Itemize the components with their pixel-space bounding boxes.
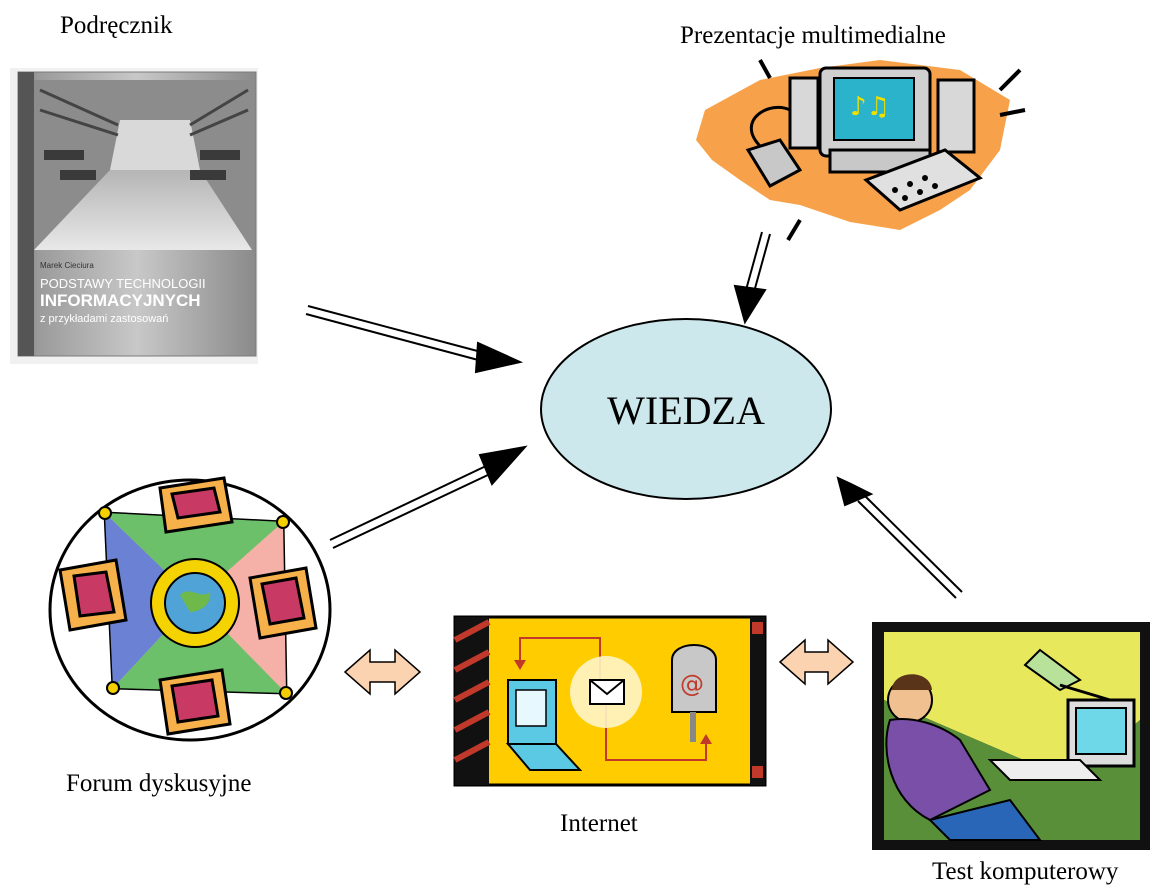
- svg-text:♪♫: ♪♫: [850, 92, 890, 122]
- book-image: Marek Cieciura PODSTAWY TECHNOLOGII INFO…: [10, 68, 258, 364]
- arrows: [305, 231, 963, 599]
- multimedia-clipart: ♪♫: [696, 59, 1026, 242]
- label-podrecznik: Podręcznik: [60, 12, 173, 39]
- label-prezentacje: Prezentacje multimedialne: [680, 22, 946, 49]
- book-author: Marek Cieciura: [40, 261, 94, 270]
- label-forum: Forum dyskusyjne: [66, 770, 252, 797]
- book-title-line2: INFORMACYJNYCH: [40, 291, 201, 310]
- svg-text:@: @: [680, 670, 704, 698]
- forum-clipart: [48, 476, 332, 742]
- book-title-line3: z przykładami zastosowań: [40, 313, 168, 325]
- label-internet: Internet: [560, 810, 638, 837]
- center-ellipse: [540, 318, 832, 500]
- book-title-line1: PODSTAWY TECHNOLOGII: [40, 276, 206, 291]
- test-clipart: [872, 622, 1150, 850]
- internet-clipart: @: [453, 615, 767, 787]
- label-test: Test komputerowy: [932, 858, 1119, 885]
- double-arrow-right: [778, 638, 855, 686]
- center-label: WIEDZA: [607, 388, 765, 433]
- double-arrow-left: [343, 648, 422, 696]
